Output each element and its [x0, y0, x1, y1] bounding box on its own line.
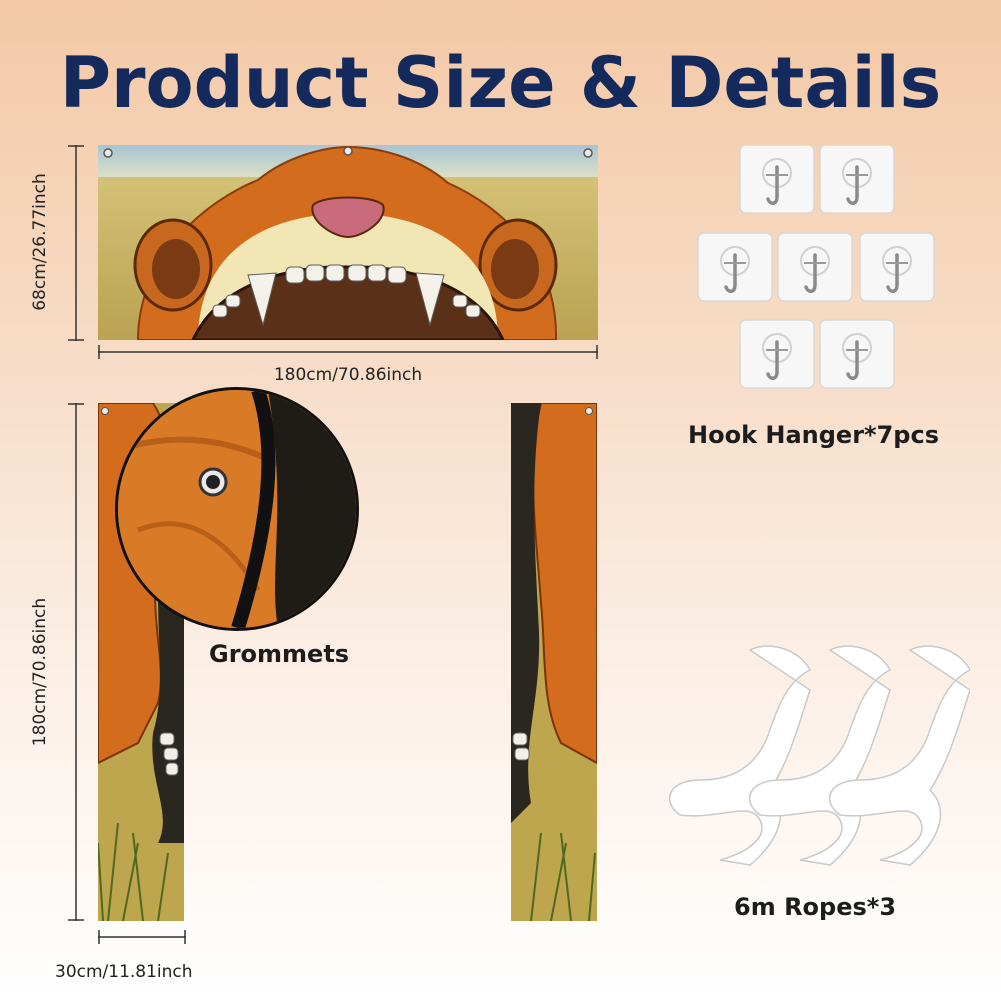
hooks-label: Hook Hanger*7pcs — [688, 421, 939, 449]
grommets-label: Grommets — [209, 640, 350, 668]
grommet-zoom — [115, 387, 359, 631]
ropes-label: 6m Ropes*3 — [734, 893, 897, 921]
ropes — [660, 640, 970, 880]
top-banner — [98, 145, 598, 340]
banner-width-line — [98, 345, 598, 359]
panel-width-line — [98, 930, 186, 944]
right-panel — [511, 403, 597, 921]
panel-height-label: 180cm/70.86inch — [30, 597, 50, 747]
banner-height-label: 68cm/26.77inch — [30, 173, 50, 311]
panel-width-label: 30cm/11.81inch — [55, 962, 193, 982]
hook-hangers — [695, 145, 945, 407]
page-title: Product Size & Details — [59, 42, 942, 124]
banner-width-label: 180cm/70.86inch — [273, 365, 423, 385]
banner-height-line — [68, 145, 84, 341]
panel-height-line — [68, 403, 84, 921]
